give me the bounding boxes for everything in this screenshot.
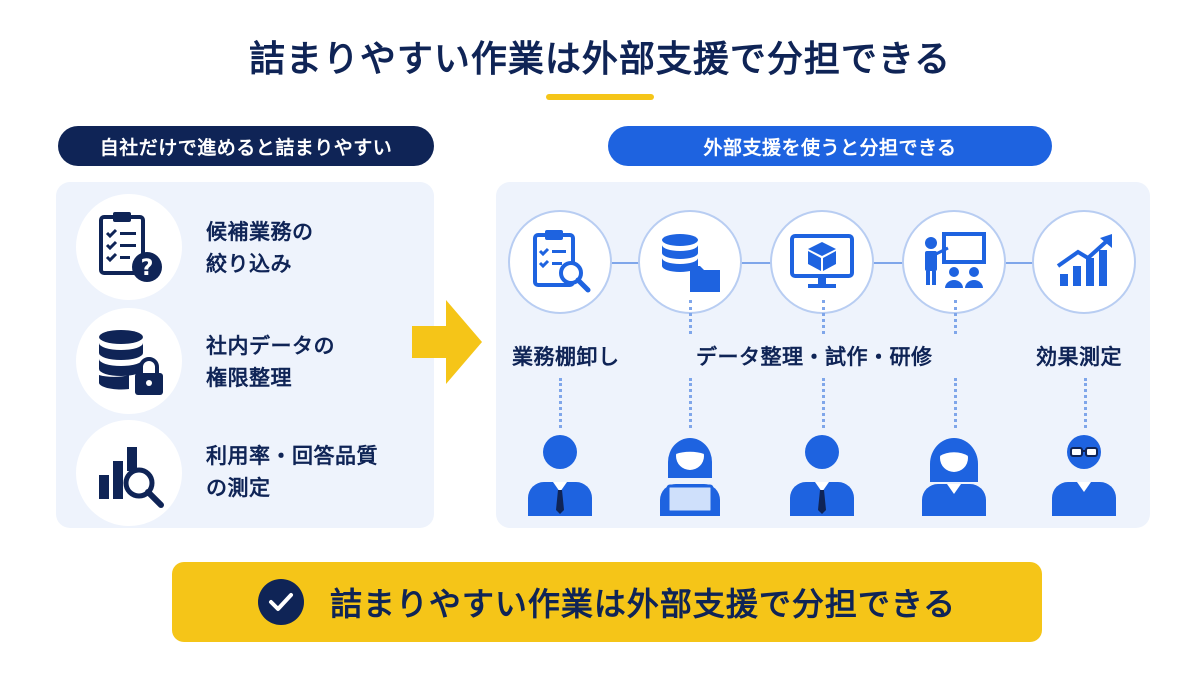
dotted-connector-1 [559,378,562,428]
dotted-connector-3a [822,300,825,334]
person-5-man-glasses-icon [1052,435,1116,516]
title-underline [546,94,654,100]
left-item-1-line1: 候補業務の [206,220,314,244]
left-item-3-icon-circle [76,420,182,526]
left-item-1-icon-circle: ? [76,194,182,300]
clipboard-question-icon: ? [99,212,162,282]
database-folder-icon [662,234,720,292]
check-mark [268,593,293,611]
step-label-inventory: 業務棚卸し [512,345,620,369]
step-label-data-prototype-training: データ整理・試作・研修 [696,345,933,369]
step-5-circle [1032,210,1136,314]
left-item-2-line2: 権限整理 [206,366,292,390]
left-item-1-text: 候補業務の 絞り込み [206,216,314,280]
right-header: 外部支援を使うと分担できる [608,126,1052,166]
left-item-3-line1: 利用率・回答品質 [206,444,378,468]
left-header: 自社だけで進めると詰まりやすい [58,126,434,166]
dotted-connector-5 [1084,378,1087,428]
person-4-woman-icon [922,438,986,516]
person-1-man-icon [528,435,592,516]
svg-text:?: ? [141,256,154,281]
presentation-icon [925,232,986,288]
dotted-connector-4b [954,378,957,428]
banner-text: 詰まりやすい作業は外部支援で分担できる [329,585,957,623]
dotted-connector-2b [689,378,692,428]
step-4-circle [902,210,1006,314]
left-item-3-line2: の測定 [206,476,271,500]
dotted-connector-2a [689,300,692,334]
page-title: 詰まりやすい作業は外部支援で分担できる [248,39,952,80]
bar-chart-search-icon [99,447,164,508]
person-3-man-icon [790,435,854,516]
conclusion-banner: 詰まりやすい作業は外部支援で分担できる [172,562,1042,642]
database-lock-icon [99,330,163,395]
step-2-circle [638,210,742,314]
left-item-2-text: 社内データの 権限整理 [206,330,335,394]
dotted-connector-4a [954,300,957,334]
step-1-circle [508,210,612,314]
arrow-right-icon [412,300,482,384]
left-item-1-line2: 絞り込み [206,252,292,276]
left-item-2-line1: 社内データの [206,334,335,358]
step-label-measurement: 効果測定 [1036,345,1122,369]
dotted-connector-3b [822,378,825,428]
growth-chart-icon [1056,234,1112,286]
clipboard-search-icon [533,230,591,293]
person-2-woman-laptop-icon [660,438,720,516]
monitor-cube-icon [790,234,854,288]
check-icon [257,579,304,625]
left-item-3-text: 利用率・回答品質 の測定 [206,440,378,504]
left-item-2-icon-circle [76,308,182,414]
step-3-circle [770,210,874,314]
